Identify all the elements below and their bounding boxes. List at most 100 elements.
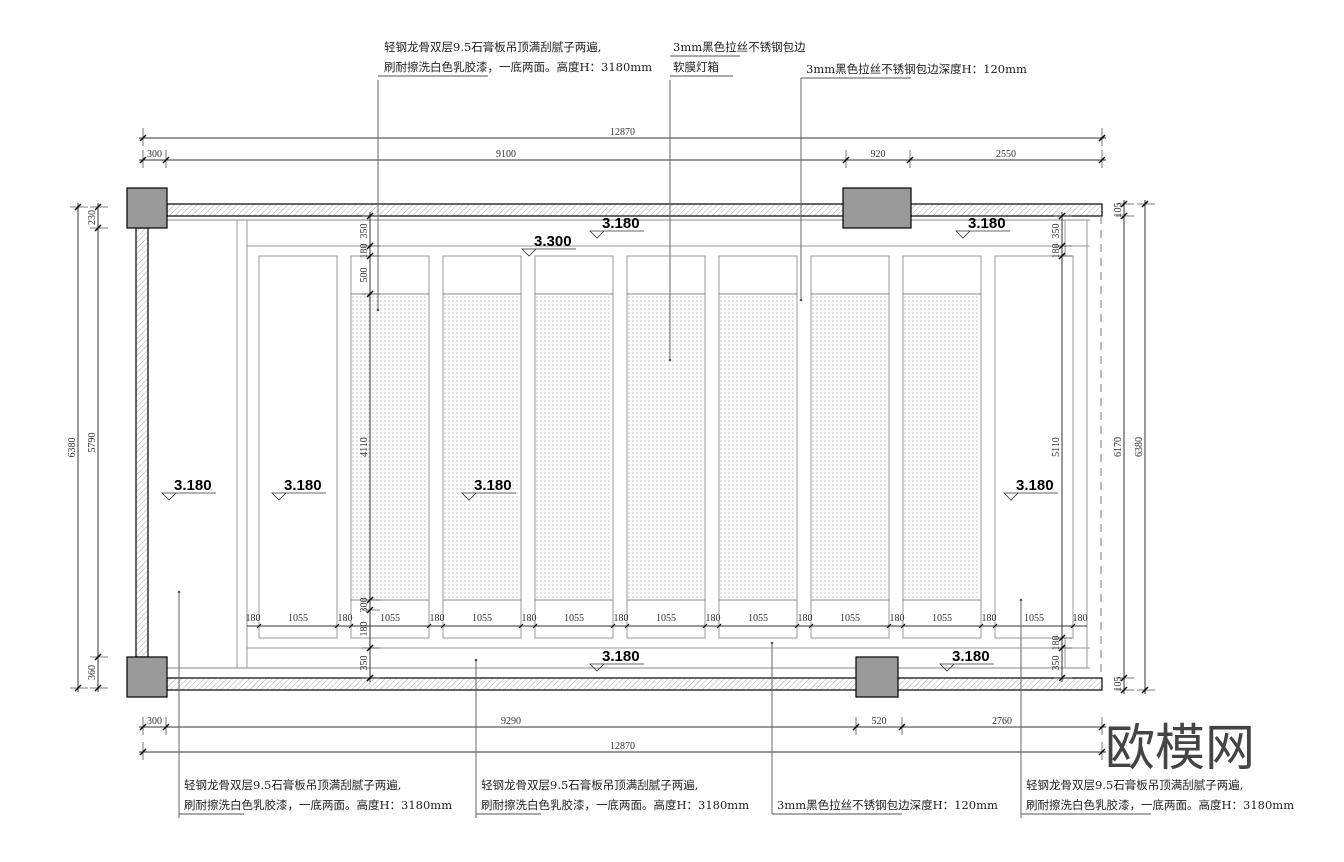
dimension-tick	[139, 156, 147, 164]
dimension-value: 1055	[564, 613, 584, 624]
dimension-value: 180	[706, 613, 721, 624]
elevation-triangle-icon	[939, 663, 994, 672]
soft-film-lightbox	[812, 294, 888, 600]
dimension-tick	[906, 156, 914, 164]
dimension-value: 920	[871, 149, 886, 160]
dimension-tick	[978, 623, 984, 629]
dimension-tick	[1058, 252, 1066, 260]
dimension-tick	[162, 723, 170, 731]
dimension-tick	[348, 623, 354, 629]
dimension-value: 6380	[1134, 437, 1145, 457]
dimension-tick	[426, 623, 432, 629]
elevation-label: 3.180	[602, 215, 640, 232]
dimension-tick	[366, 674, 374, 682]
dimension-value: 300	[147, 149, 162, 160]
elevation-triangle-icon	[161, 492, 216, 501]
dimension-tick	[366, 596, 374, 604]
elevation-triangle-icon	[271, 492, 326, 501]
dimension-value: 180	[246, 613, 261, 624]
dimension-tick	[94, 684, 102, 692]
dimension-tick	[1120, 686, 1128, 694]
elevation-marker: 3.180	[271, 477, 326, 501]
ceiling-note-text: 轻钢龙骨双层9.5石膏板吊顶满刮腻子两遍,	[1026, 778, 1243, 792]
soft-film-lightbox	[536, 294, 612, 600]
elevation-label: 3.180	[602, 648, 640, 665]
elevation-triangle-icon	[955, 230, 1010, 239]
dimension-tick	[1120, 674, 1128, 682]
dimension-tick	[366, 212, 374, 220]
dimension-value: 180	[890, 613, 905, 624]
dimension-value: 180	[798, 613, 813, 624]
elevation-label: 3.180	[284, 477, 322, 494]
dimension-value: 350	[359, 224, 370, 239]
dimension-tick	[94, 203, 102, 211]
dimension-value: 180	[430, 613, 445, 624]
dimension-value: 180	[1073, 613, 1088, 624]
dimension-tick	[1141, 200, 1149, 208]
dimension-tick	[852, 723, 860, 731]
leader-dot	[668, 358, 672, 362]
dimension-tick	[1098, 156, 1106, 164]
dimension-tick	[842, 156, 850, 164]
dimension-value: 180	[522, 613, 537, 624]
dimension-tick	[366, 242, 374, 250]
ceiling-panel	[258, 255, 338, 639]
dimension-value: 2550	[996, 149, 1016, 160]
dimension-tick	[518, 623, 524, 629]
elevation-label: 3.180	[968, 215, 1006, 232]
dimension-tick	[1058, 634, 1066, 642]
dimension-value: 6380	[67, 438, 78, 458]
dimension-tick	[1098, 748, 1106, 756]
elevation-label: 3.180	[474, 477, 512, 494]
dimension-value: 1055	[472, 613, 492, 624]
dimension-tick	[624, 623, 630, 629]
dimension-value: 230	[87, 210, 98, 225]
elevation-marker: 3.180	[589, 215, 644, 239]
ceiling-panel	[994, 255, 1074, 639]
dimension-value: 360	[87, 665, 98, 680]
ceiling-note-text: 刷耐擦洗白色乳胶漆，一底两面。高度H：3180mm	[1026, 798, 1294, 812]
leader-dot	[177, 590, 181, 594]
structural-column	[126, 187, 168, 229]
dimension-value: 6170	[1113, 437, 1124, 457]
dimension-tick	[334, 623, 340, 629]
dimension-value: 180	[1051, 636, 1062, 651]
dimension-tick	[256, 623, 262, 629]
dimension-value: 300	[359, 598, 370, 613]
dimension-tick	[366, 644, 374, 652]
dimension-tick	[1058, 242, 1066, 250]
elevation-triangle-icon	[589, 230, 644, 239]
dimension-tick	[702, 623, 708, 629]
structural-column	[126, 656, 168, 698]
dimension-tick	[1120, 212, 1128, 220]
elevation-label: 3.300	[534, 233, 572, 250]
dimension-value: 2760	[992, 716, 1012, 727]
soft-film-lightbox	[352, 294, 428, 600]
dimension-value: 4110	[359, 437, 370, 457]
dimension-tick	[794, 623, 800, 629]
elevation-triangle-icon	[1003, 492, 1058, 501]
dimension-tick	[1058, 644, 1066, 652]
dimension-tick	[610, 623, 616, 629]
dimension-tick	[1098, 134, 1106, 142]
trim-note-text: 3mm黑色拉丝不锈钢包边深度H：120mm	[806, 62, 1027, 76]
dimension-tick	[886, 623, 892, 629]
dimension-tick	[900, 623, 906, 629]
dimension-tick	[532, 623, 538, 629]
dimension-tick	[74, 684, 82, 692]
dimension-value: 1055	[380, 613, 400, 624]
leader-dot	[799, 298, 803, 302]
dimension-tick	[366, 606, 374, 614]
structural-column	[855, 656, 899, 698]
elevation-label: 3.180	[1016, 477, 1054, 494]
ceiling-note-text: 刷耐擦洗白色乳胶漆，一底两面。高度H：3180mm	[184, 798, 452, 812]
dimension-value: 105	[1113, 203, 1124, 218]
dimension-tick	[1058, 674, 1066, 682]
dimension-value: 9100	[496, 149, 516, 160]
dimension-value: 300	[147, 716, 162, 727]
dimension-tick	[366, 252, 374, 260]
dimension-value: 520	[872, 716, 887, 727]
